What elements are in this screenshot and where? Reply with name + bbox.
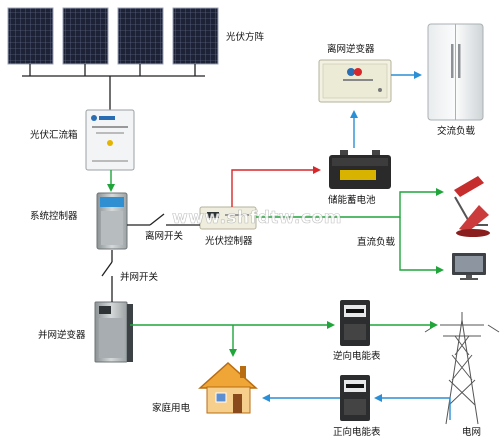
dc-load-label: 直流负载: [357, 237, 396, 248]
energy-meter-icon: [340, 300, 370, 346]
grid-switch-label: 并网开关: [120, 272, 159, 283]
ac-lines: [262, 71, 451, 420]
ac-load-label: 交流负载: [437, 126, 476, 137]
offgrid-inverter-label: 离网逆变器: [327, 44, 375, 55]
offgrid-switch-icon: [149, 213, 165, 226]
household-label: 家庭用电: [152, 403, 191, 414]
energy-meter-icon: [340, 375, 370, 421]
grid-inverter-label: 并网逆变器: [38, 330, 86, 341]
inverter-cabinet-icon: [94, 301, 133, 363]
monitor-icon: [452, 253, 486, 280]
reverse-meter-label: 逆向电能表: [333, 351, 381, 362]
refrigerator-icon: [427, 23, 484, 121]
offgrid-switch-label: 离网开关: [145, 231, 184, 242]
battery-icon: [329, 150, 391, 189]
combiner-box-icon: [85, 109, 135, 171]
panel-wiring: [22, 64, 205, 112]
pv-combiner-label: 光伏汇流箱: [30, 130, 78, 141]
house-icon: [198, 361, 258, 414]
system-controller-label: 系统控制器: [30, 211, 78, 222]
controller-cabinet-icon: [96, 192, 128, 250]
battery-label: 储能蓄电池: [328, 195, 376, 206]
grid-label: 电网: [462, 427, 482, 438]
pv-controller-label: 光伏控制器: [205, 236, 253, 247]
pv-array-label: 光伏方阵: [226, 32, 265, 43]
battery-charge-line: [231, 166, 321, 207]
offgrid-inverter-icon: [318, 59, 392, 103]
forward-meter-label: 正向电能表: [333, 427, 381, 438]
dc-lines: [107, 170, 444, 357]
desk-lamp-icon: [454, 176, 490, 237]
wiring: [101, 213, 200, 302]
pv-controller-icon: [199, 206, 257, 230]
grid-switch-icon: [101, 261, 113, 277]
solar-panel-icon: [7, 7, 219, 65]
transmission-tower-icon: [424, 312, 500, 425]
watermark: www.shfdtw.com: [172, 208, 342, 229]
